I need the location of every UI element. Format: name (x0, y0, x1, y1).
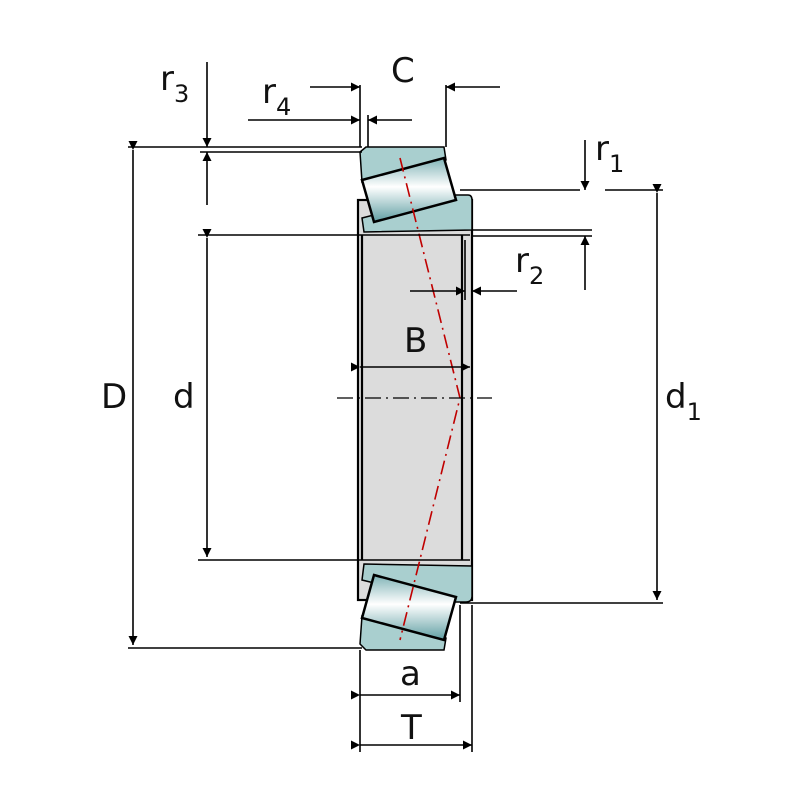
roller-bottom (360, 573, 458, 642)
dimension-lines (128, 62, 662, 750)
label-a: a (400, 654, 421, 694)
inner-ring-body (356, 198, 474, 602)
label-r3: r3 (160, 59, 189, 108)
label-d1: d1 (665, 377, 702, 426)
label-r2: r2 (515, 241, 544, 290)
label-T: T (400, 708, 422, 748)
label-C: C (391, 51, 415, 91)
label-d: d (173, 377, 195, 417)
extension-lines (128, 85, 663, 752)
inner-ring-bottom (361, 563, 473, 603)
label-r4: r4 (262, 72, 291, 121)
label-B: B (404, 321, 427, 361)
label-r1: r1 (595, 129, 624, 178)
roller-top (360, 156, 458, 224)
label-D: D (101, 377, 127, 417)
